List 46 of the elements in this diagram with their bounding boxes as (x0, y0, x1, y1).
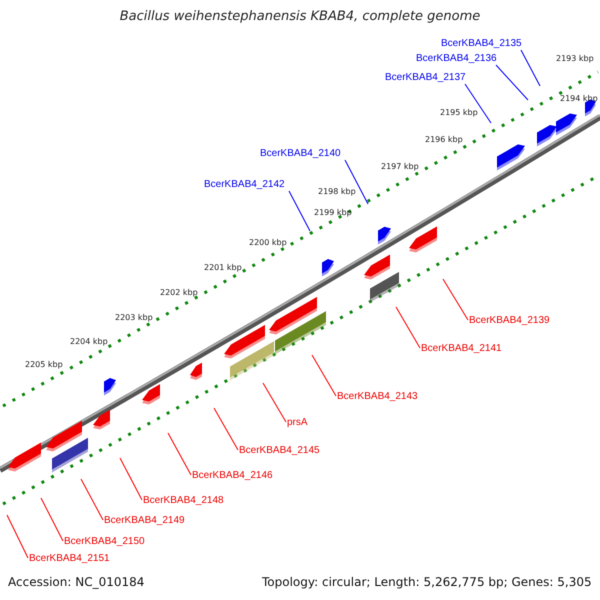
scale-label: 2203 kbp (115, 312, 153, 323)
leader-line (520, 50, 540, 86)
gene-label: BcerKBAB4_2140 (260, 147, 341, 160)
leader-line (288, 190, 310, 232)
footer-text: Accession: NC_010184 (8, 575, 144, 589)
leader-line (344, 160, 368, 204)
scale-label: 2199 kbp (314, 207, 352, 218)
gene-label: prsA (287, 416, 308, 429)
leader-line (40, 498, 64, 542)
gene-label: BcerKBAB4_2135 (441, 37, 522, 50)
leader-line (396, 306, 420, 348)
scale-label: 2200 kbp (249, 237, 287, 248)
leader-line (442, 278, 468, 320)
leader-line (496, 64, 528, 100)
leader-line (6, 514, 28, 558)
scale-label: 2197 kbp (381, 161, 419, 172)
scale-label: 2195 kbp (440, 107, 478, 118)
scale-label: 2201 kbp (204, 262, 242, 273)
gene-label: BcerKBAB4_2142 (204, 178, 285, 191)
scale-label: 2194 kbp (560, 93, 598, 104)
gene-label: BcerKBAB4_2139 (469, 314, 550, 327)
gene-label: BcerKBAB4_2137 (385, 71, 466, 84)
gene-label: BcerKBAB4_2151 (29, 552, 110, 565)
leader-line (168, 432, 192, 476)
gene-label: BcerKBAB4_2150 (64, 535, 145, 548)
gene-label: BcerKBAB4_2146 (192, 469, 273, 482)
scale-label: 2198 kbp (318, 186, 356, 197)
scale-label: 2196 kbp (425, 134, 463, 145)
scale-label: 2205 kbp (25, 359, 63, 370)
title: Bacillus weihenstephanensis KBAB4, complete genome (118, 9, 482, 25)
gene-label: BcerKBAB4_2141 (421, 342, 502, 355)
gene-label: BcerKBAB4_2145 (239, 444, 320, 457)
scale-label: 2204 kbp (70, 336, 108, 347)
footer-text: Topology: circular; Length: 5,262,775 bp; Genes: 5,305 (262, 575, 592, 589)
leader-line (120, 458, 142, 500)
gene-label: BcerKBAB4_2143 (337, 390, 418, 403)
leader-line (80, 478, 104, 520)
gene-label: BcerKBAB4_2148 (143, 494, 224, 507)
leader-line (214, 408, 238, 450)
gene-label: BcerKBAB4_2149 (104, 514, 185, 527)
scale-label: 2202 kbp (160, 287, 198, 298)
gene-label: BcerKBAB4_2136 (416, 52, 497, 65)
leader-line (312, 354, 336, 396)
leader-line (262, 382, 286, 422)
scale-label: 2193 kbp (556, 53, 594, 64)
leader-line (464, 84, 492, 124)
